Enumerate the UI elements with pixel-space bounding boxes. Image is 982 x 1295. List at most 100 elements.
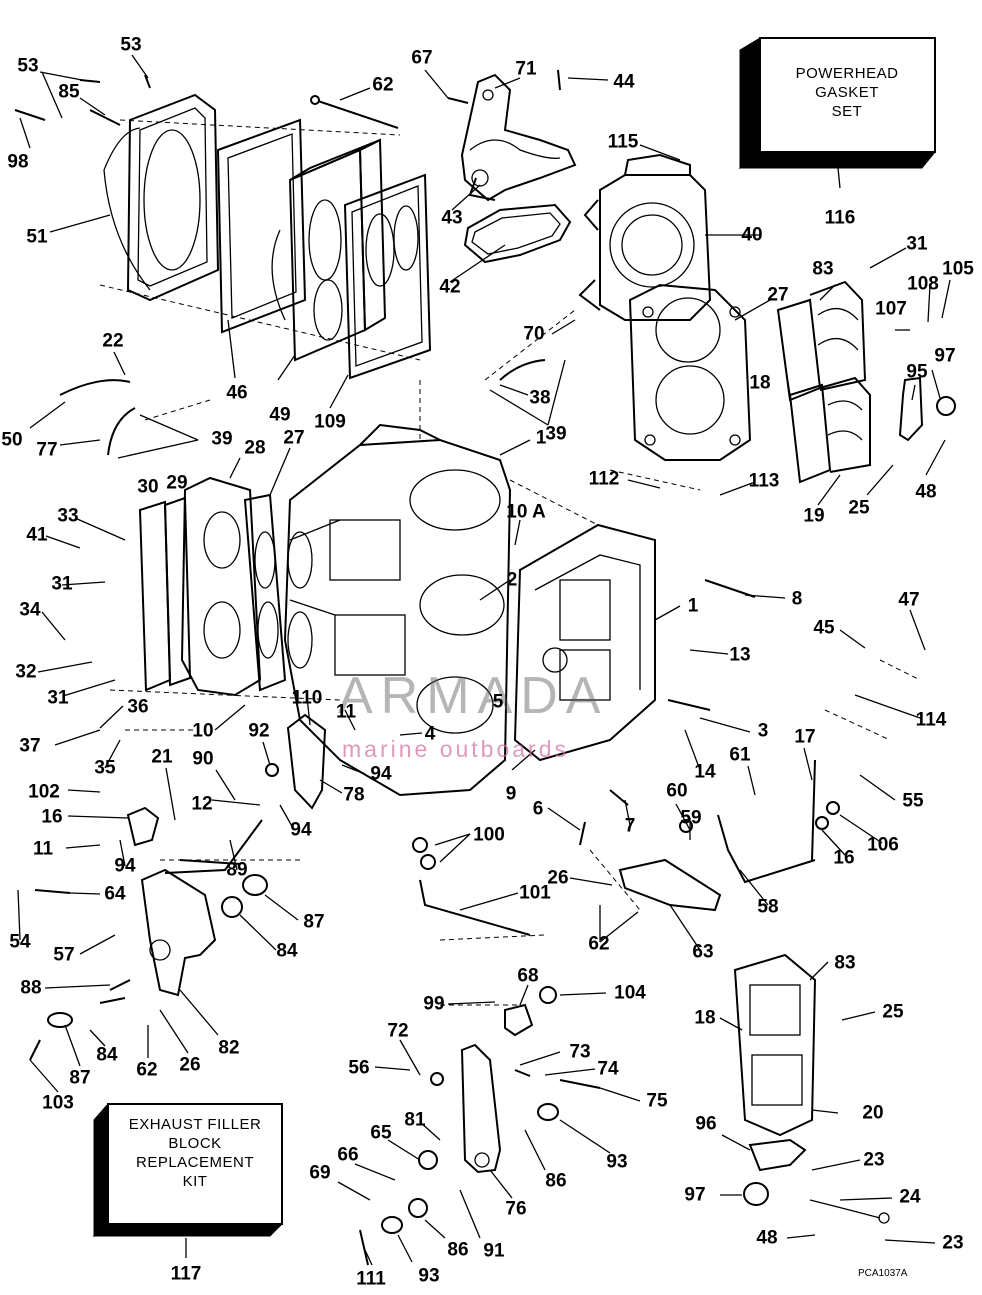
part-11-low: 11	[32, 838, 54, 860]
part-32: 32	[15, 661, 37, 683]
part-112: 112	[588, 468, 620, 490]
part-14: 14	[694, 761, 716, 783]
part-48-low: 48	[756, 1227, 778, 1249]
part-2: 2	[506, 569, 518, 591]
part-104: 104	[614, 982, 646, 1004]
part-88: 88	[20, 977, 42, 999]
powerhead-kit-label: POWERHEAD GASKET SET	[795, 65, 899, 120]
part-28: 28	[244, 437, 266, 459]
part-30: 30	[137, 476, 159, 498]
part-66: 66	[337, 1144, 359, 1166]
part-11-mid: 11	[335, 701, 357, 723]
part-10: 10	[192, 720, 214, 742]
part-20: 20	[862, 1102, 884, 1124]
bracket-78-art	[286, 713, 327, 810]
part-62-low: 62	[136, 1059, 158, 1081]
part-84-mid: 84	[276, 940, 298, 962]
gasket-27-left-art	[243, 493, 287, 692]
part-99: 99	[423, 993, 445, 1015]
reed-block-assembly	[776, 280, 871, 484]
part-97-top: 97	[934, 345, 956, 367]
part-87-low: 87	[69, 1067, 91, 1089]
part-53-left: 53	[17, 55, 39, 77]
gasket-109	[343, 173, 432, 380]
part-78: 78	[343, 784, 365, 806]
part-72: 72	[387, 1020, 409, 1042]
part-27-head: 27	[767, 284, 789, 306]
hose-77-art	[107, 407, 136, 456]
part-113: 113	[748, 470, 780, 492]
part-75: 75	[646, 1090, 668, 1112]
part-114: 114	[915, 709, 947, 731]
part-61: 61	[729, 744, 751, 766]
part-44: 44	[613, 71, 635, 93]
part-49: 49	[269, 404, 291, 426]
part-1-right: 1	[687, 595, 699, 617]
part-39-left: 39	[211, 428, 233, 450]
part-3: 3	[757, 720, 769, 742]
exhaust-kit-box	[92, 1102, 284, 1238]
plate-49	[271, 138, 387, 362]
part-71: 71	[515, 58, 537, 80]
part-107: 107	[875, 298, 907, 320]
part-105: 105	[942, 258, 974, 280]
part-94-low: 94	[290, 819, 312, 841]
crankcase-1	[283, 423, 512, 797]
part-117: 117	[170, 1263, 202, 1285]
exhaust-kit-label: EXHAUST FILLER BLOCK REPLACEMENT KIT	[128, 1116, 262, 1190]
part-21: 21	[151, 746, 173, 768]
part-73: 73	[569, 1041, 591, 1063]
drawing-code: PCA1037A	[858, 1268, 908, 1279]
part-62-mid: 62	[588, 933, 610, 955]
part-26-mid: 26	[547, 867, 569, 889]
part-92: 92	[248, 720, 270, 742]
part-90: 90	[192, 748, 214, 770]
part-18-low: 18	[694, 1007, 716, 1029]
part-7: 7	[624, 815, 636, 837]
bracket-95-art	[898, 376, 924, 442]
part-34: 34	[19, 599, 41, 621]
part-18-top: 18	[749, 372, 771, 394]
part-109: 109	[314, 411, 346, 433]
part-1-top: 1	[535, 427, 547, 449]
part-41: 41	[26, 524, 48, 546]
part-26-low: 26	[179, 1054, 201, 1076]
rod-58-art	[717, 814, 816, 884]
part-95: 95	[906, 361, 928, 383]
part-98: 98	[7, 151, 29, 173]
part-87-mid: 87	[303, 911, 325, 933]
part-60: 60	[666, 780, 688, 802]
part-57: 57	[53, 944, 75, 966]
part-53-top: 53	[120, 34, 142, 56]
gasket-29-art	[163, 496, 192, 687]
part-5: 5	[492, 691, 504, 713]
part-115: 115	[607, 131, 639, 153]
rod-101-art	[419, 879, 531, 936]
part-64: 64	[104, 883, 126, 905]
arm-76-art	[460, 1043, 502, 1174]
part-111: 111	[356, 1268, 386, 1290]
part-81: 81	[404, 1109, 426, 1131]
wire-24-art	[809, 1199, 881, 1219]
part-42: 42	[439, 276, 461, 298]
part-39-right: 39	[545, 423, 567, 445]
part-70: 70	[523, 323, 545, 345]
hose-50-art	[59, 379, 131, 396]
part-43: 43	[441, 207, 463, 229]
leader-lines	[17, 54, 951, 1266]
bracket-16-art	[126, 806, 160, 847]
part-94-left: 94	[114, 855, 136, 877]
part-45: 45	[813, 617, 835, 639]
part-56: 56	[348, 1057, 370, 1079]
head-gasket-27	[628, 283, 752, 461]
part-23-top: 23	[863, 1149, 885, 1171]
part-25-top: 25	[848, 497, 870, 519]
part-83-top: 83	[812, 258, 834, 280]
part-25-low: 25	[882, 1001, 904, 1023]
part-31-low: 31	[47, 687, 69, 709]
part-37: 37	[19, 735, 41, 757]
link-89-art	[164, 819, 263, 874]
cylinder-head-40	[578, 153, 712, 321]
part-85: 85	[58, 81, 80, 103]
